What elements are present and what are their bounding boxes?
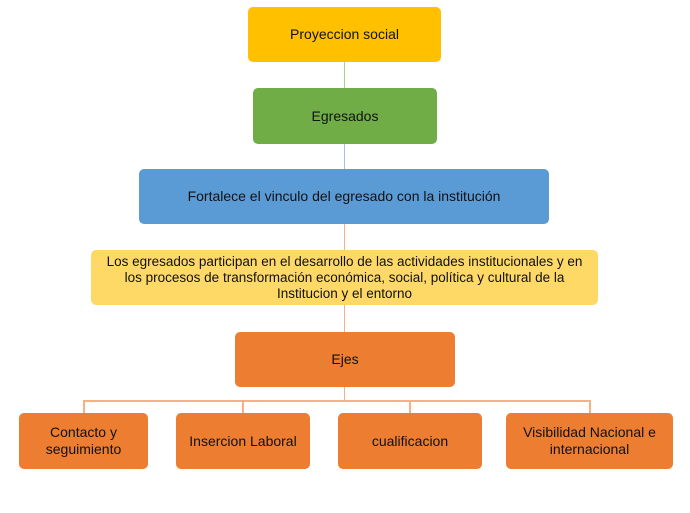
node-fortalece-vinculo: Fortalece el vinculo del egresado con la… [139, 169, 549, 224]
node-proyeccion-social: Proyeccion social [248, 7, 441, 62]
node-visibilidad: Visibilidad Nacional e internacional [506, 413, 673, 469]
connector-egresados-fortalece [344, 144, 345, 169]
connector-ejes-down [344, 387, 345, 400]
connector-child-4 [589, 400, 591, 413]
connector-participan-ejes [344, 305, 345, 332]
connector-child-3 [409, 400, 411, 413]
connector-child-1 [83, 400, 85, 413]
node-ejes: Ejes [235, 332, 455, 387]
connector-fortalece-participan [344, 224, 345, 250]
connector-root-egresados [344, 62, 345, 88]
node-egresados: Egresados [253, 88, 437, 144]
node-egresados-participan: Los egresados participan en el desarroll… [91, 250, 598, 305]
node-insercion-laboral: Insercion Laboral [176, 413, 310, 469]
connector-child-2 [242, 400, 244, 413]
connector-horizontal [83, 400, 591, 402]
node-cualificacion: cualificacion [338, 413, 482, 469]
node-contacto-seguimiento: Contacto y seguimiento [19, 413, 148, 469]
